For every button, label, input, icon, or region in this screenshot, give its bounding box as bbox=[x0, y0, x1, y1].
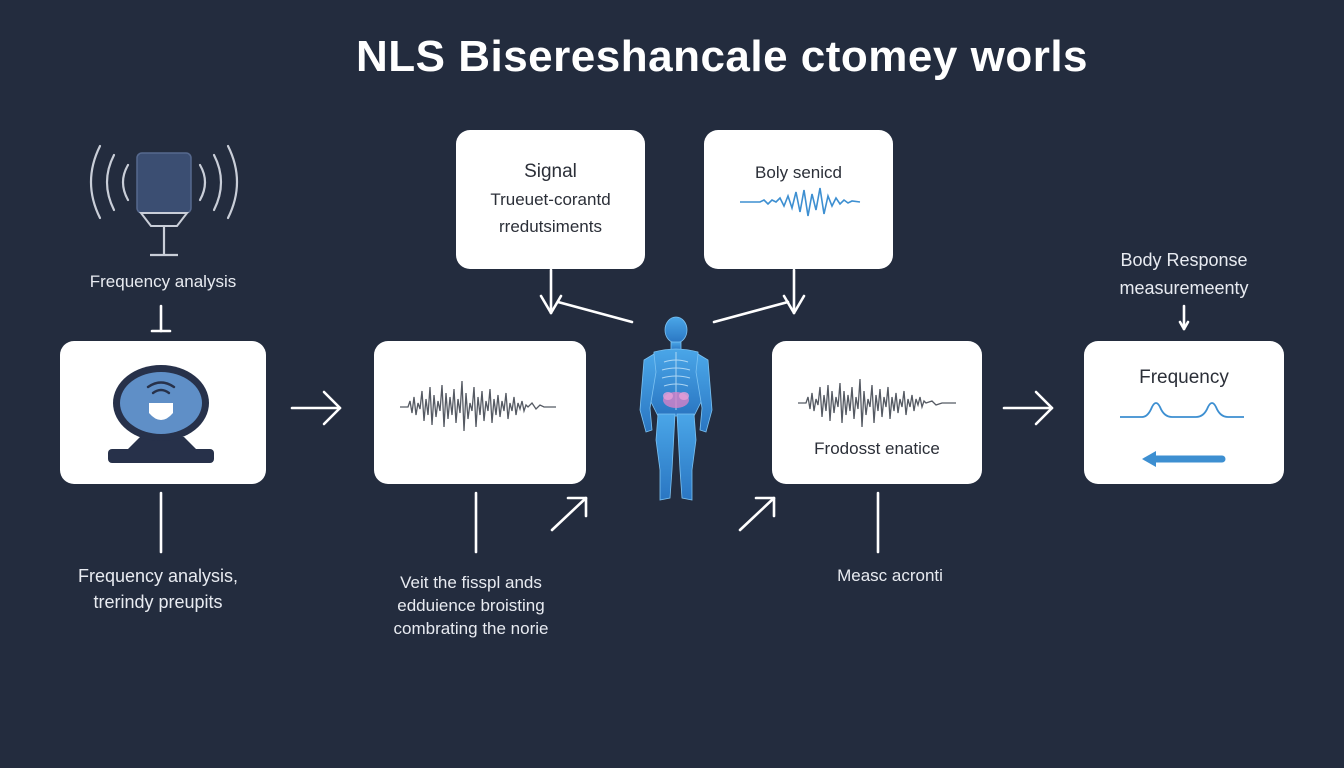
frequency-wave-icon bbox=[1120, 402, 1244, 467]
output-label: Frodosst enatice bbox=[814, 439, 940, 458]
device-bottom-label-1: Frequency analysis, bbox=[77, 566, 239, 586]
output-waveform-icon bbox=[798, 378, 956, 428]
waveform-card bbox=[374, 341, 586, 484]
frequency-card: Frequency bbox=[1084, 341, 1284, 484]
signal-title: Signal bbox=[524, 161, 577, 182]
response-label-2: measuremeenty bbox=[1119, 278, 1249, 298]
wave-bottom-label-3: combrating the norie bbox=[393, 619, 549, 638]
wave-bottom-label-2: edduience broisting bbox=[397, 596, 545, 615]
body-signal-wave-icon bbox=[740, 187, 861, 217]
frequency-label: Frequency bbox=[1139, 367, 1229, 388]
waveform-icon bbox=[400, 380, 556, 432]
page-title: NLS Bisereshancale ctomey worls bbox=[355, 32, 1089, 81]
signal-line-3: rredutsiments bbox=[499, 217, 602, 236]
wave-bottom-label-1: Veit the fisspl ands bbox=[400, 573, 542, 592]
signal-line-2: Trueuet-corantd bbox=[490, 190, 611, 209]
scanner-card bbox=[60, 341, 266, 484]
output-card: Frodosst enatice bbox=[772, 341, 982, 484]
device-bottom-label-2: trerindy preupits bbox=[93, 592, 223, 612]
signal-card: Signal Trueuet-corantd rredutsiments bbox=[456, 130, 645, 269]
output-bottom-label: Measc acronti bbox=[837, 566, 943, 585]
response-label-1: Body Response bbox=[1120, 250, 1248, 270]
body-sensor-label: Boly senicd bbox=[755, 163, 842, 182]
body-sensor-card: Boly senicd bbox=[704, 130, 893, 269]
scanner-device-icon bbox=[108, 365, 214, 463]
device-top-label: Frequency analysis bbox=[89, 272, 237, 291]
